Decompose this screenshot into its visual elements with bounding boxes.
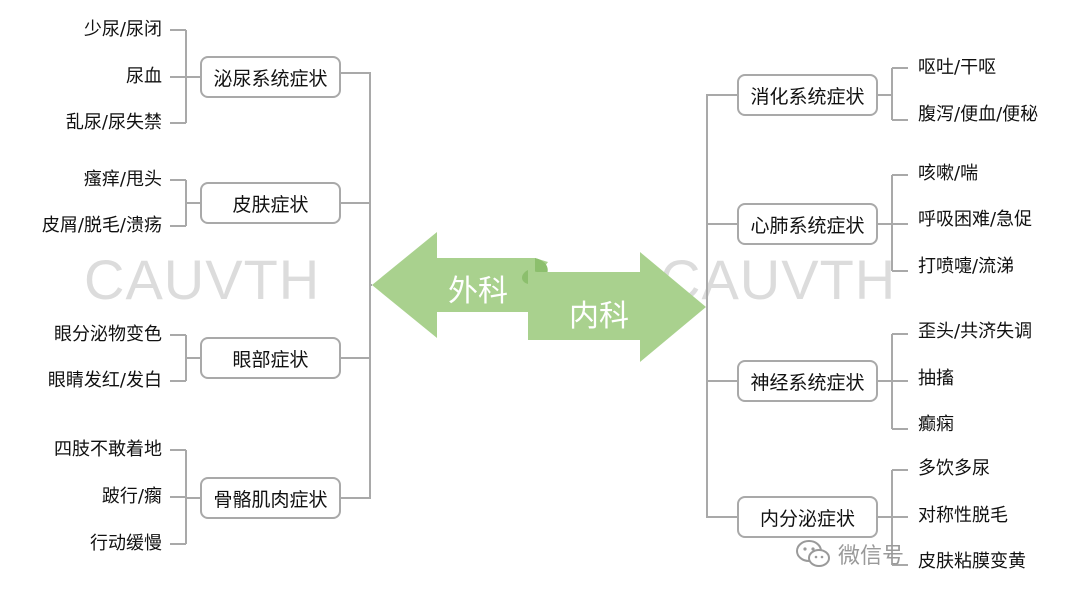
- leaf-head-tilt: 歪头/共济失调: [918, 321, 1033, 342]
- leaf-jaundice: 皮肤粘膜变黄: [918, 551, 1026, 572]
- wechat-label: 微信号: [838, 544, 905, 569]
- leaf-epilepsy: 癫痫: [918, 414, 954, 435]
- left-trunk: [340, 72, 371, 499]
- branch-eye: 眼部症状: [200, 337, 341, 379]
- left-bracket-urinary: [170, 29, 200, 124]
- right-bracket-endo: [878, 469, 908, 566]
- leaf-polydipsia: 多饮多尿: [918, 458, 990, 479]
- left-connectors: [170, 29, 372, 545]
- leaf-slow-movement: 行动缓慢: [90, 533, 162, 554]
- leaf-limbs: 四肢不敢着地: [54, 439, 162, 460]
- leaf-lameness: 跛行/瘸: [101, 486, 162, 507]
- leaf-itching: 瘙痒/甩头: [83, 169, 162, 190]
- banner-arrows: [372, 232, 706, 362]
- internal-label: 内科: [569, 299, 629, 334]
- right-trunk: [706, 94, 737, 518]
- left-bracket-skin: [170, 179, 200, 227]
- leaf-dyspnea: 呼吸困难/急促: [918, 209, 1033, 230]
- leaf-hematuria: 尿血: [126, 66, 162, 87]
- leaf-sneezing: 打喷嚏/流涕: [918, 256, 1015, 277]
- leaf-symmetric-alopecia: 对称性脱毛: [918, 505, 1008, 526]
- leaf-eye-red: 眼睛发红/发白: [47, 370, 162, 391]
- leaf-dandruff: 皮屑/脱毛/溃疡: [41, 215, 162, 236]
- branch-digestive: 消化系统症状: [737, 74, 878, 116]
- branch-bone-muscle: 骨骼肌肉症状: [200, 477, 341, 519]
- watermark-right: CAUVTH: [660, 248, 897, 311]
- left-bracket-bone: [170, 449, 200, 545]
- leaf-cough: 咳嗽/喘: [918, 163, 979, 184]
- branch-urinary: 泌尿系统症状: [200, 56, 341, 98]
- surgery-arrow-shape: [372, 232, 548, 338]
- wechat-icon: [796, 540, 830, 567]
- right-connectors: [706, 67, 908, 566]
- leaf-incontinence: 乱尿/尿失禁: [65, 112, 162, 133]
- branch-skin: 皮肤症状: [200, 182, 341, 224]
- right-trunk-mid: [707, 223, 737, 382]
- leaf-eye-discharge: 眼分泌物变色: [54, 324, 162, 345]
- internal-arrow-shape: [528, 252, 706, 362]
- branch-cardiopulmonary: 心肺系统症状: [737, 203, 878, 245]
- watermark-left: CAUVTH: [84, 248, 321, 311]
- right-bracket-neuro: [878, 333, 908, 430]
- branch-neurological: 神经系统症状: [737, 360, 878, 402]
- wechat-watermark: 微信号: [796, 538, 904, 570]
- banner-curl: [522, 270, 528, 284]
- leaf-vomiting: 呕吐/干呕: [918, 57, 997, 78]
- right-bracket-cardio: [878, 174, 908, 272]
- right-bracket-digest: [878, 67, 908, 121]
- leaf-diarrhea: 腹泻/便血/便秘: [918, 104, 1039, 125]
- branch-endocrine: 内分泌症状: [737, 496, 878, 538]
- leaf-oliguria: 少尿/尿闭: [83, 19, 162, 40]
- leaf-seizure: 抽搐: [918, 368, 954, 389]
- left-trunk-mid: [340, 202, 370, 359]
- surgery-label: 外科: [448, 274, 508, 309]
- left-bracket-eye: [170, 334, 200, 382]
